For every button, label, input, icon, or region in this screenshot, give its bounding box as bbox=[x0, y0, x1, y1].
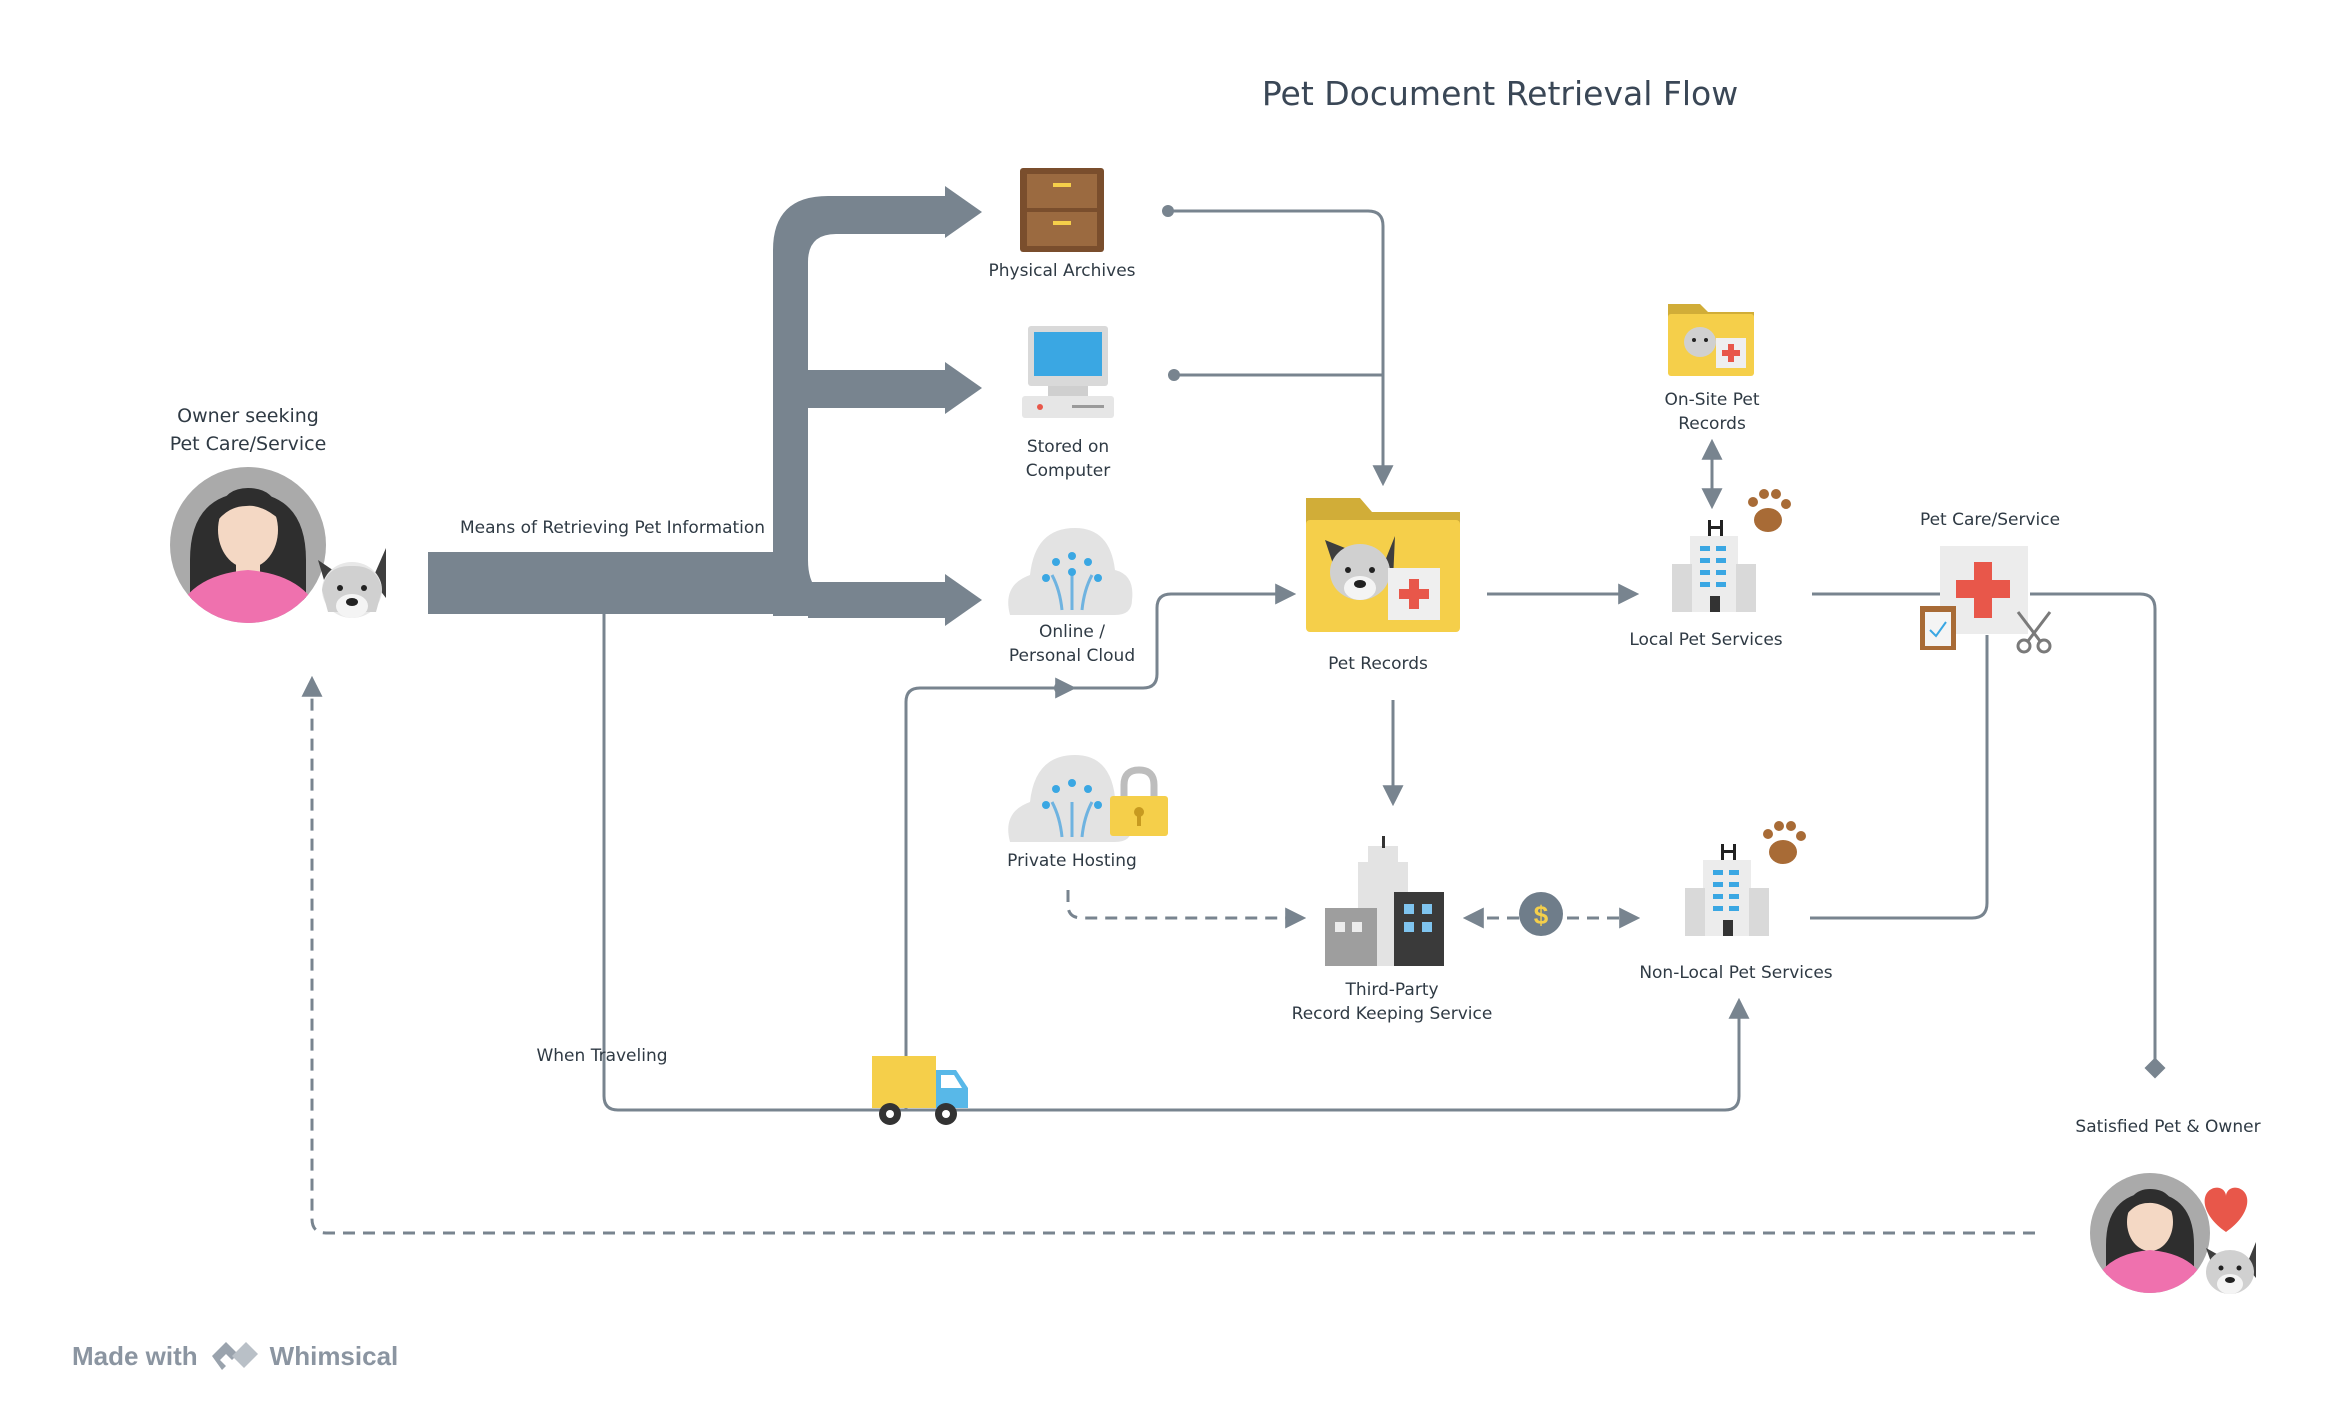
traveling-edge-label: When Traveling bbox=[536, 1046, 668, 1066]
owner-label-line2: Pet Care/Service bbox=[169, 433, 327, 455]
satisfied-line1: Satisfied Pet & Owner bbox=[2075, 1117, 2261, 1137]
owner-label: Owner seeking Pet Care/Service bbox=[128, 402, 368, 458]
pet-records-line1: Pet Records bbox=[1328, 654, 1428, 674]
online-cloud-label: Online / Personal Cloud bbox=[972, 620, 1172, 668]
office-buildings-icon bbox=[1325, 836, 1444, 966]
lock-icon bbox=[1110, 766, 1168, 836]
made-with-whimsical-badge[interactable]: Made with Whimsical bbox=[72, 1336, 398, 1376]
whimsical-brand-text: Whimsical bbox=[269, 1340, 399, 1371]
diagram-title: Pet Document Retrieval Flow bbox=[1261, 74, 1739, 113]
stored-on-computer-line2: Computer bbox=[1025, 461, 1111, 481]
scissors-icon bbox=[2016, 611, 2052, 654]
connectors bbox=[602, 205, 2166, 1112]
thick-branch-arrows bbox=[428, 186, 982, 626]
satisfied-owner-avatar bbox=[2090, 1173, 2210, 1293]
pet-care-service-label: Pet Care/Service bbox=[1890, 508, 2090, 532]
local-services-label: Local Pet Services bbox=[1606, 628, 1806, 652]
nonlocal-services-line1: Non-Local Pet Services bbox=[1639, 963, 1833, 983]
owner-label-line1: Owner seeking bbox=[177, 405, 319, 427]
private-to-thirdparty bbox=[1066, 890, 1307, 929]
third-party-label: Third-Party Record Keeping Service bbox=[1262, 978, 1522, 1026]
means-edge-label: Means of Retrieving Pet Information bbox=[460, 518, 766, 538]
satisfied-label: Satisfied Pet & Owner bbox=[2048, 1115, 2288, 1139]
truck-icon bbox=[872, 1056, 968, 1125]
computer-icon bbox=[1022, 326, 1114, 418]
stored-on-computer-line1: Stored on bbox=[1026, 437, 1110, 457]
dashed-connectors bbox=[301, 675, 2035, 1235]
pet-records-label: Pet Records bbox=[1278, 652, 1478, 676]
online-cloud-line2: Personal Cloud bbox=[1008, 646, 1136, 666]
owner-avatar bbox=[170, 467, 326, 623]
nonlocal-to-petcare bbox=[1810, 635, 1989, 920]
onsite-folder-icon bbox=[1668, 304, 1754, 376]
return-path bbox=[301, 675, 2035, 1235]
private-hosting-line1: Private Hosting bbox=[1007, 851, 1137, 871]
private-hosting-label: Private Hosting bbox=[972, 849, 1172, 873]
dog-icon bbox=[2206, 1242, 2256, 1294]
pet-care-service-line1: Pet Care/Service bbox=[1919, 510, 2061, 530]
dog-icon bbox=[318, 548, 386, 618]
paw-icon bbox=[1763, 821, 1806, 864]
archives-to-records bbox=[1162, 205, 1394, 487]
private-cloud-icon bbox=[1008, 755, 1133, 842]
heart-icon bbox=[2204, 1187, 2248, 1232]
traveling-path bbox=[602, 614, 1750, 1112]
physical-archives-label: Physical Archives bbox=[962, 259, 1162, 283]
svg-text:$: $ bbox=[1534, 900, 1549, 930]
onsite-records-label: On-Site Pet Records bbox=[1612, 388, 1812, 436]
third-party-line2: Record Keeping Service bbox=[1291, 1004, 1493, 1024]
physical-archives-label-line1: Physical Archives bbox=[988, 261, 1136, 281]
onsite-records-line1: On-Site Pet bbox=[1664, 390, 1760, 410]
nonlocal-services-label: Non-Local Pet Services bbox=[1616, 961, 1856, 985]
nonlocal-hospital-icon bbox=[1685, 844, 1769, 936]
pet-folder-icon bbox=[1306, 498, 1460, 632]
local-services-line1: Local Pet Services bbox=[1629, 630, 1783, 650]
paw-icon bbox=[1748, 489, 1791, 532]
made-with-text: Made with bbox=[72, 1340, 198, 1371]
petcare-to-satisfied bbox=[2030, 592, 2166, 1079]
third-party-line1: Third-Party bbox=[1345, 980, 1439, 1000]
cabinet-icon bbox=[1020, 168, 1104, 252]
local-hospital-icon bbox=[1672, 520, 1756, 612]
cloud-to-records bbox=[904, 686, 1060, 1110]
stored-on-computer-label: Stored on Computer bbox=[968, 435, 1168, 483]
online-cloud-line1: Online / bbox=[1039, 622, 1105, 642]
whimsical-logo-icon bbox=[211, 1342, 258, 1370]
onsite-records-line2: Records bbox=[1678, 414, 1746, 434]
cloud-icon bbox=[1008, 528, 1133, 615]
online-to-records bbox=[1054, 583, 1297, 694]
dollar-icon: $ bbox=[1519, 892, 1563, 936]
clipboard-icon bbox=[1920, 606, 1956, 650]
